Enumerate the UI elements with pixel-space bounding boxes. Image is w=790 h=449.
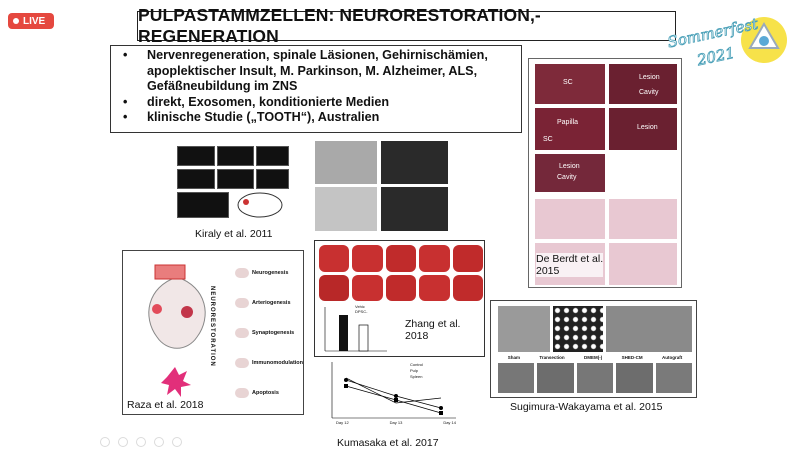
sugimura-label: DMEM(-) xyxy=(584,355,603,360)
kumasaka-legend: Spleen xyxy=(410,374,423,379)
kumasaka-legend: Control xyxy=(410,362,423,367)
sugimura-label: Autograft xyxy=(662,355,683,360)
sugimura-label: Transection xyxy=(539,355,565,360)
bullet-item: Nervenregeneration, spinale Läsionen, Ge… xyxy=(119,48,515,95)
raza-label: Synaptogenesis xyxy=(252,330,295,336)
bullet-box: Nervenregeneration, spinale Läsionen, Ge… xyxy=(110,45,522,133)
kumasaka-xtick: Day 13 xyxy=(389,420,403,425)
caption-kumasaka: Kumasaka et al. 2017 xyxy=(337,437,439,449)
faded-circle-icon xyxy=(172,437,182,447)
zhang-bar-chart xyxy=(324,307,387,352)
caption-raza: Raza et al. 2018 xyxy=(127,399,204,411)
debertd-figure: SC Lesion Cavity Papilla SC Lesion Lesio… xyxy=(528,58,682,288)
faded-circle-icon xyxy=(154,437,164,447)
label-lesion2: Lesion xyxy=(637,124,658,131)
kumasaka-figure: Control Pulp Spleen Day 12 Day 13 Day 14 xyxy=(316,358,458,436)
caption-debertd: De Berdt et al. 2015 xyxy=(536,253,604,277)
bullet-item: direkt, Exosomen, konditionierte Medien xyxy=(119,95,515,111)
faded-circle-icon xyxy=(100,437,110,447)
kumasaka-legend: Pulp xyxy=(410,368,419,373)
microscopy-figure xyxy=(315,141,448,231)
faded-circle-icon xyxy=(118,437,128,447)
faded-circle-icon xyxy=(136,437,146,447)
label-papilla: Papilla xyxy=(557,119,579,126)
raza-figure: NEURORESTORATION Neurogenesis Arteriogen… xyxy=(122,250,304,415)
label-lesion3: Lesion xyxy=(559,163,580,170)
raza-label: Immunomodulation xyxy=(252,360,304,366)
kiraly-figure xyxy=(177,146,289,220)
label-sc2: SC xyxy=(543,136,553,143)
live-badge[interactable]: LIVE xyxy=(8,13,54,29)
svg-text:2021: 2021 xyxy=(694,44,736,70)
label-cavity2: Cavity xyxy=(557,174,577,181)
label-cavity: Cavity xyxy=(639,89,659,96)
live-dot-icon xyxy=(13,18,19,24)
live-label: LIVE xyxy=(23,15,46,27)
raza-label: Arteriogenesis xyxy=(252,300,291,306)
sugimura-label: SHED-CM xyxy=(621,355,643,360)
bullet-item: klinische Studie („TOOTH“), Australien xyxy=(119,110,515,126)
zhang-legend-1: Vehic xyxy=(355,304,365,309)
label-lesion: Lesion xyxy=(639,74,660,81)
zhang-figure: Vehic DPSC- Zhang et al. 2018 xyxy=(314,240,485,357)
kumasaka-xtick: Day 12 xyxy=(336,420,349,425)
caption-zhang: Zhang et al. 2018 xyxy=(405,318,461,342)
slide-title: PULPASTAMMZELLEN: NEURORESTORATION,- REG… xyxy=(137,5,676,46)
caption-kiraly: Kiraly et al. 2011 xyxy=(195,228,273,240)
faded-controls xyxy=(100,437,240,447)
sommerfest-logo: Sommerfest 2021 xyxy=(665,14,787,70)
caption-sugimura: Sugimura-Wakayama et al. 2015 xyxy=(510,401,663,413)
raza-label: Neurogenesis xyxy=(252,270,289,276)
kumasaka-xtick: Day 14 xyxy=(443,420,456,425)
sugimura-figure: Sham Transection DMEM(-) SHED-CM Autogra… xyxy=(490,300,697,398)
sugimura-label: Sham xyxy=(507,355,520,360)
zhang-legend-2: DPSC- xyxy=(355,309,368,314)
raza-side-label: NEURORESTORATION xyxy=(209,286,215,367)
label-sc: SC xyxy=(563,79,573,86)
kumasaka-line-chart xyxy=(331,362,456,419)
raza-label: Apoptosis xyxy=(252,390,279,396)
